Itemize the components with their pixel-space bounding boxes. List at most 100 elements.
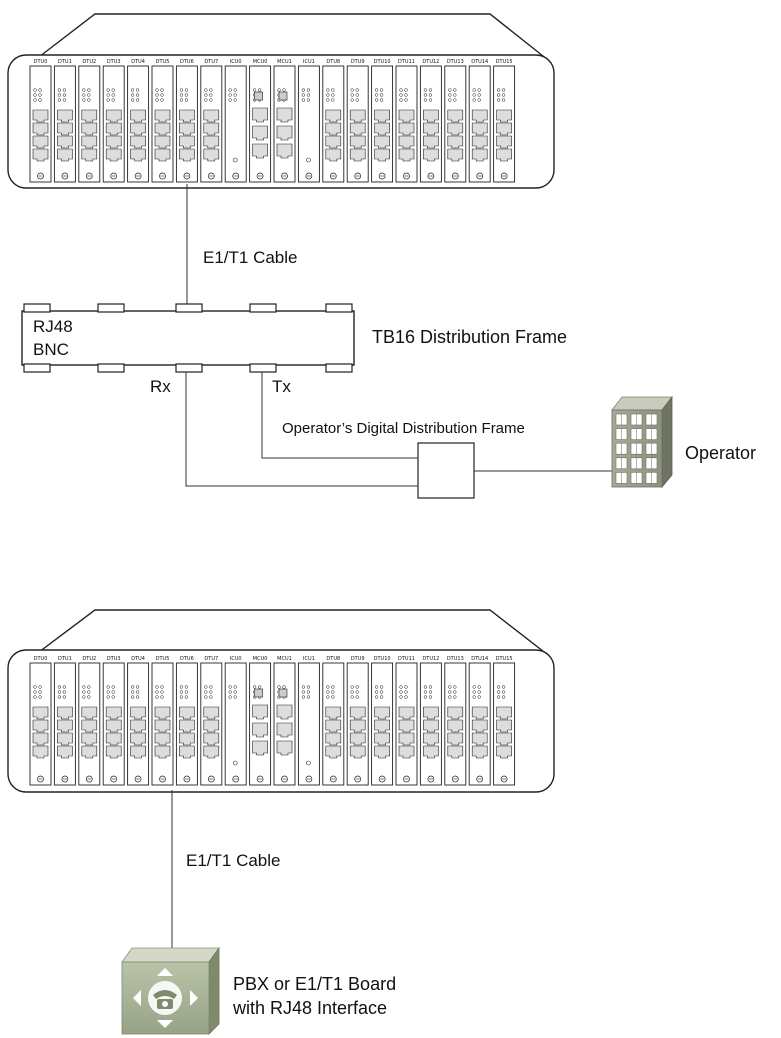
tb16-distribution-frame: RJ48 BNC TB16 Distribution Frame Rx Tx (21, 303, 567, 396)
slot-module: MCU0 (249, 656, 272, 786)
slot-label: DTU6 (180, 59, 194, 65)
slot-module: DTU1 (53, 656, 76, 786)
rx-line (185, 372, 418, 487)
slot-label: DTU9 (351, 656, 365, 662)
slot-module: DTU5 (151, 59, 174, 183)
frame-label-rj48: RJ48 (33, 317, 73, 336)
slot-label: DTU15 (496, 59, 513, 65)
slot-module: DTU9 (346, 656, 369, 786)
slot-module: DTU5 (151, 656, 174, 786)
slot-label: ICU1 (303, 59, 315, 65)
slot-label: DTU9 (351, 59, 365, 65)
pbx-label-line2: with RJ48 Interface (232, 998, 387, 1018)
slot-module: DTU8 (322, 59, 345, 183)
slot-module: DTU9 (346, 59, 369, 183)
slot-label: DTU5 (156, 656, 170, 662)
slot-module: DTU1 (53, 59, 76, 183)
e1-cable-bottom-label: E1/T1 Cable (186, 851, 281, 870)
chassis-top-slots: DTU0 DTU1 DTU2 DTU3 DTU4 DTU5 DTU6 DTU7 ICU0 MCU0… (29, 59, 516, 183)
slot-label: DTU13 (447, 656, 464, 662)
slot-label: DTU13 (447, 59, 464, 65)
slot-module: MCU0 (249, 59, 272, 183)
slot-label: DTU1 (58, 59, 72, 65)
slot-module: DTU7 (200, 59, 223, 183)
slot-label: ICU1 (303, 656, 315, 662)
slot-module: DTU7 (200, 656, 223, 786)
slot-module: MCU1 (273, 59, 296, 183)
slot-module: DTU2 (78, 59, 101, 183)
slot-label: DTU7 (204, 59, 218, 65)
slot-module: DTU3 (102, 656, 125, 786)
pbx-phone-icon (121, 946, 220, 1035)
e1-cable-top-label: E1/T1 Cable (203, 248, 298, 267)
slot-label: MCU0 (253, 59, 268, 65)
slot-module: DTU11 (395, 656, 418, 786)
slot-label: DTU8 (326, 656, 340, 662)
slot-label: DTU4 (131, 656, 145, 662)
slot-module: DTU6 (175, 59, 198, 183)
slot-label: DTU8 (326, 59, 340, 65)
slot-label: ICU0 (230, 59, 242, 65)
slot-label: ICU0 (230, 656, 242, 662)
slot-label: DTU2 (82, 59, 96, 65)
slot-module: DTU4 (127, 59, 150, 183)
slot-label: DTU2 (82, 656, 96, 662)
chassis-top: DTU0 DTU1 DTU2 DTU3 DTU4 DTU5 DTU6 DTU7 ICU0 MCU0… (7, 13, 555, 189)
chassis-bottom-slots: DTU0 DTU1 DTU2 DTU3 DTU4 DTU5 DTU6 DTU7 ICU0 MCU0… (29, 656, 516, 786)
slot-label: DTU15 (496, 656, 513, 662)
slot-module: MCU1 (273, 656, 296, 786)
slot-module: DTU4 (127, 656, 150, 786)
slot-label: DTU11 (398, 59, 415, 65)
slot-module: DTU0 (29, 59, 52, 183)
slot-label: DTU14 (471, 59, 488, 65)
slot-label: DTU10 (374, 656, 391, 662)
chassis-bottom: DTU0 DTU1 DTU2 DTU3 DTU4 DTU5 DTU6 DTU7 ICU0 MCU0… (7, 609, 555, 793)
slot-module: ICU1 (297, 59, 320, 183)
slot-label: MCU0 (253, 656, 268, 662)
rx-label: Rx (150, 377, 171, 396)
operator-ddf-box (417, 442, 475, 499)
slot-label: DTU1 (58, 656, 72, 662)
slot-module: DTU2 (78, 656, 101, 786)
slot-module: ICU1 (297, 656, 320, 786)
operator-building-icon (611, 395, 673, 489)
slot-label: DTU4 (131, 59, 145, 65)
tx-line (261, 372, 418, 459)
slot-label: MCU1 (277, 656, 292, 662)
slot-module: DTU13 (444, 656, 467, 786)
slot-label: DTU5 (156, 59, 170, 65)
slot-label: DTU12 (422, 59, 439, 65)
slot-module: DTU15 (493, 656, 516, 786)
slot-label: DTU11 (398, 656, 415, 662)
slot-module: DTU10 (371, 59, 394, 183)
slot-module: DTU13 (444, 59, 467, 183)
slot-module: DTU15 (493, 59, 516, 183)
slot-label: DTU0 (34, 59, 48, 65)
slot-module: ICU0 (224, 656, 247, 786)
slot-module: DTU3 (102, 59, 125, 183)
frame-name: TB16 Distribution Frame (372, 327, 567, 347)
slot-module: ICU0 (224, 59, 247, 183)
slot-module: DTU0 (29, 656, 52, 786)
slot-module: DTU11 (395, 59, 418, 183)
slot-module: DTU10 (371, 656, 394, 786)
slot-module: DTU8 (322, 656, 345, 786)
pbx-label-line1: PBX or E1/T1 Board (233, 974, 396, 994)
operator-ddf-label: Operator’s Digital Distribution Frame (282, 420, 525, 437)
slot-module: DTU6 (175, 656, 198, 786)
slot-label: DTU3 (107, 59, 121, 65)
slot-module: DTU12 (419, 656, 442, 786)
slot-label: MCU1 (277, 59, 292, 65)
slot-label: DTU7 (204, 656, 218, 662)
slot-module: DTU14 (468, 59, 491, 183)
slot-module: DTU12 (419, 59, 442, 183)
tx-label: Tx (272, 377, 291, 396)
slot-module: DTU14 (468, 656, 491, 786)
frame-label-bnc: BNC (33, 340, 69, 359)
slot-label: DTU10 (374, 59, 391, 65)
operator-label: Operator (685, 443, 756, 463)
slot-label: DTU0 (34, 656, 48, 662)
slot-label: DTU3 (107, 656, 121, 662)
slot-label: DTU12 (422, 656, 439, 662)
